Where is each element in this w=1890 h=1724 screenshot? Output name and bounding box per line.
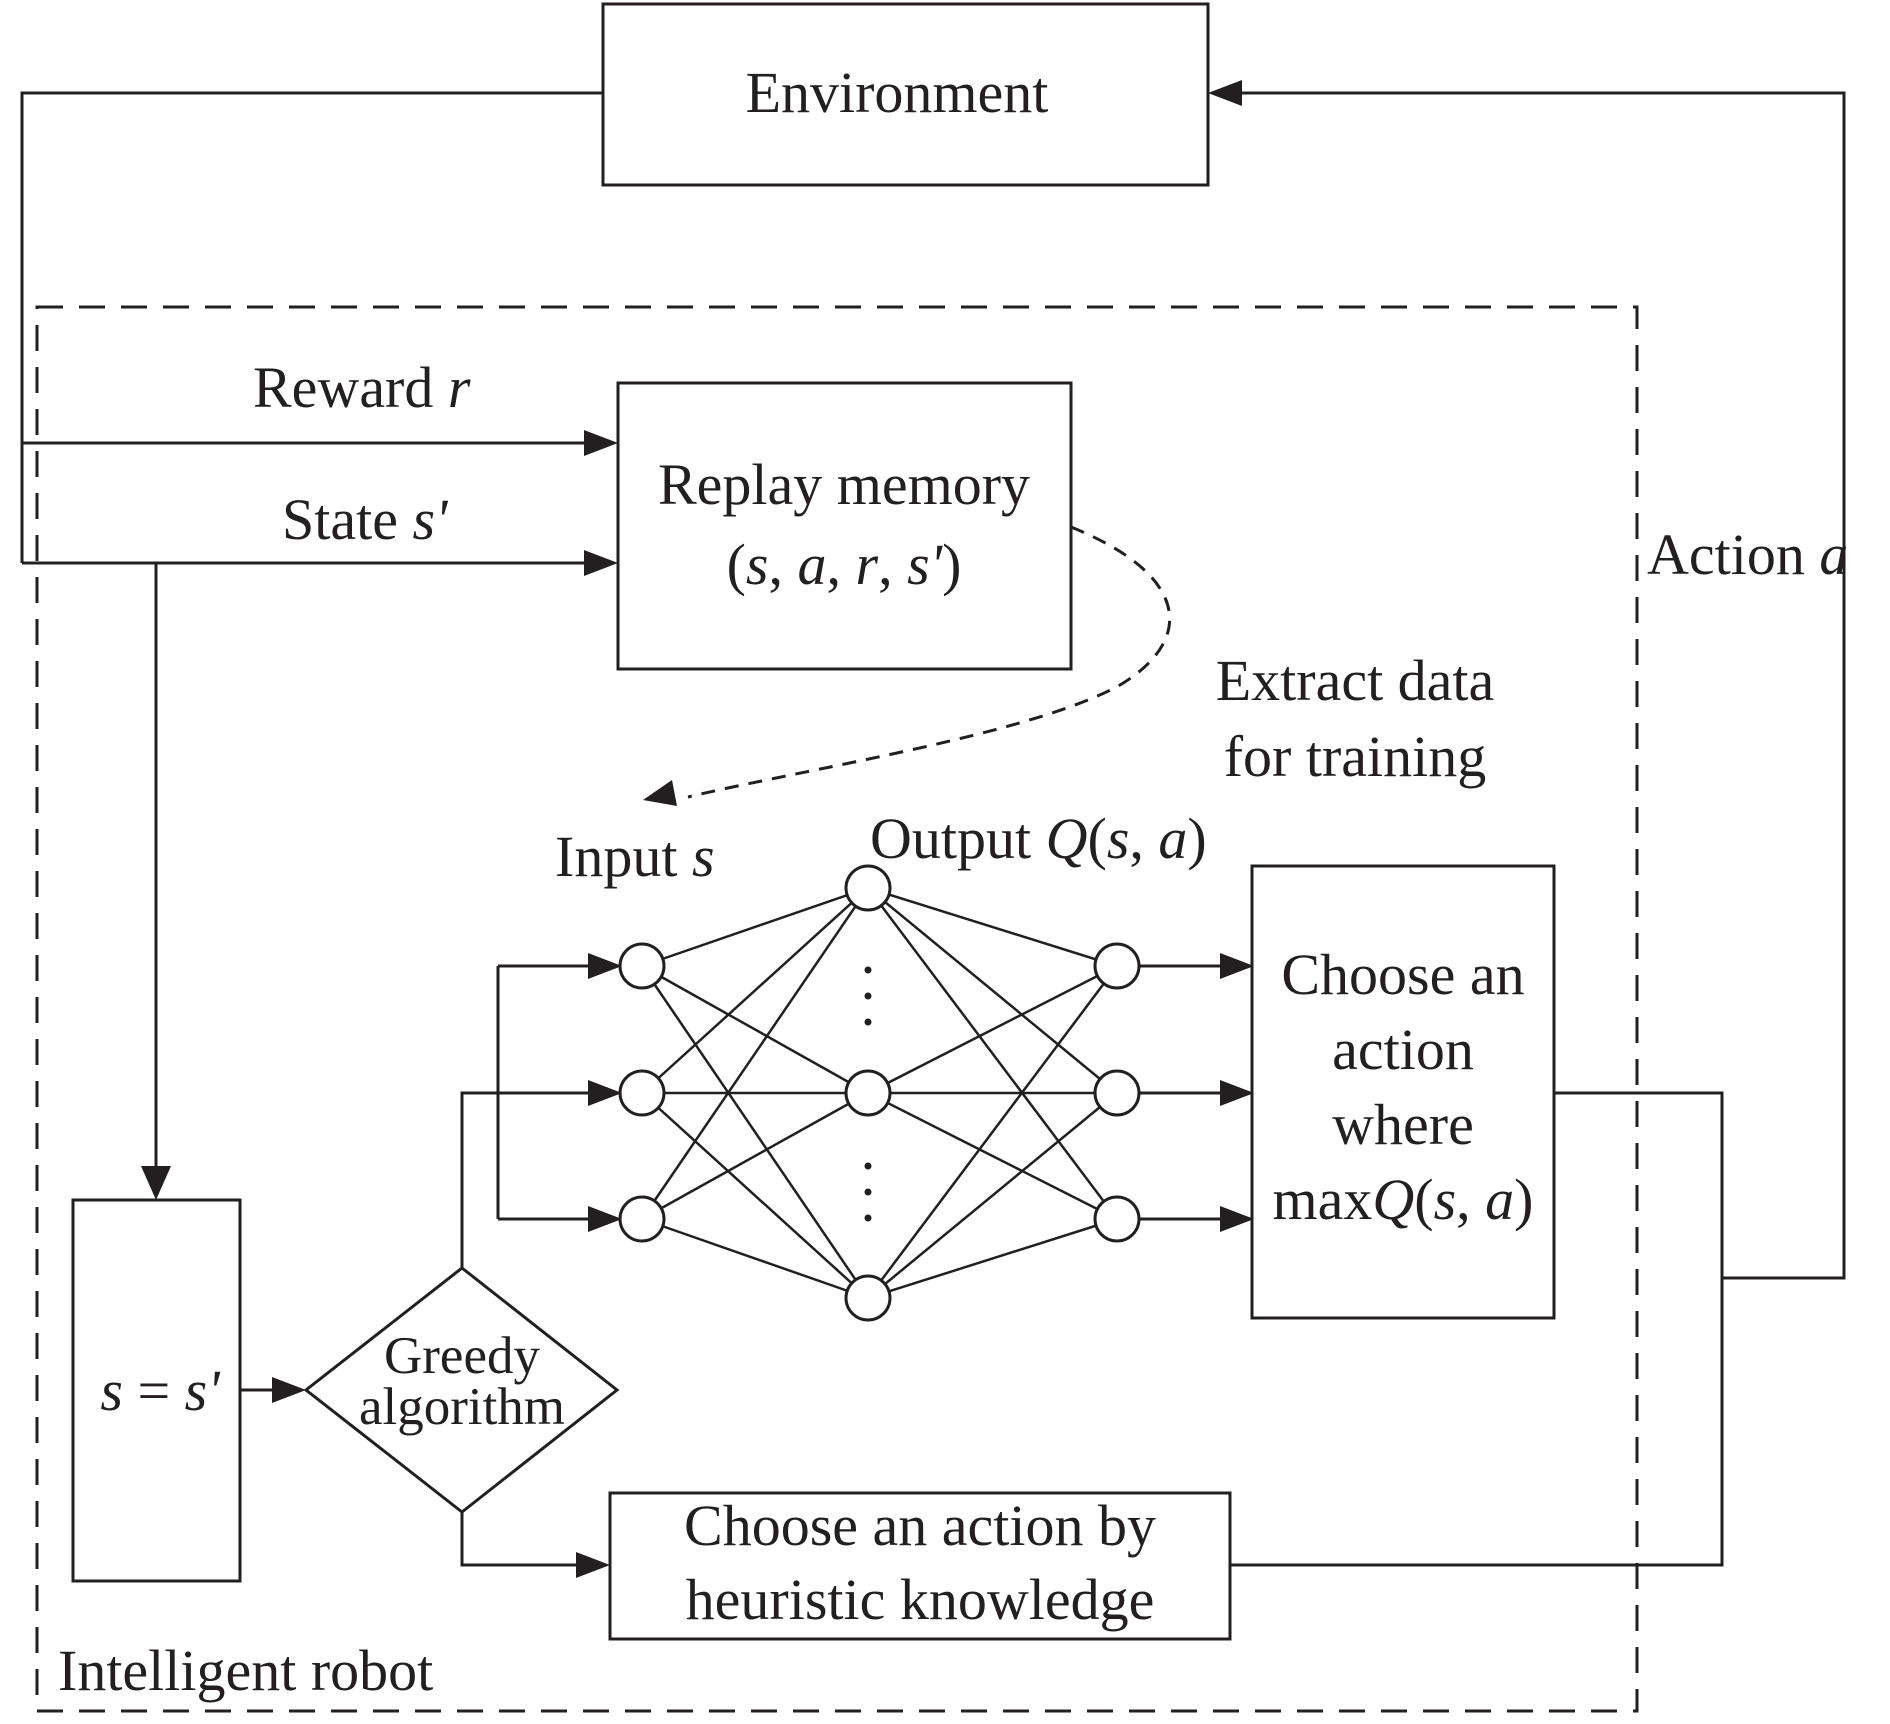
input-arrowhead-2 — [588, 1080, 622, 1106]
intelligent-robot-label: Intelligent robot — [58, 1638, 433, 1703]
environment-feedback-lines — [20, 91, 603, 565]
environment-box — [601, 2, 1210, 187]
output-node-1 — [1093, 942, 1141, 990]
choose-max-q-box — [1250, 864, 1556, 1320]
hidden-ellipsis-upper — [864, 966, 872, 1026]
input-node-3 — [618, 1195, 666, 1243]
extract-data-line1: Extract data — [1216, 648, 1495, 713]
hidden-node-1 — [844, 864, 892, 912]
choose-max-line4: maxQ(s, a) — [1273, 1167, 1534, 1232]
replay-memory-box — [616, 381, 1073, 671]
output-arrowhead-2 — [1220, 1080, 1254, 1106]
hidden-node-2 — [844, 1069, 892, 1117]
choose-max-line3: where — [1332, 1092, 1474, 1157]
extract-data-arrowhead — [643, 780, 677, 806]
state-assign-label: s = s' — [100, 1358, 221, 1423]
input-node-2 — [618, 1069, 666, 1117]
greedy-to-heuristic-arrowhead — [576, 1552, 610, 1578]
reward-label: Reward r — [253, 355, 471, 420]
output-arrowhead-3 — [1220, 1206, 1254, 1232]
environment-label: Environment — [746, 60, 1049, 125]
action-label: Action a — [1647, 522, 1848, 587]
output-label: Output Q(s, a) — [870, 806, 1207, 871]
greedy-to-heuristic-line — [460, 1512, 578, 1567]
state-down-arrowhead — [141, 1166, 171, 1200]
heuristic-line2: heuristic knowledge — [686, 1567, 1155, 1632]
input-arrowhead-3 — [588, 1206, 622, 1232]
choose-max-line1: Choose an — [1281, 942, 1524, 1007]
replay-memory-tuple: (s, a, r, s') — [727, 532, 962, 597]
greedy-to-inputs-lines — [460, 964, 590, 1268]
output-node-3 — [1093, 1195, 1141, 1243]
output-arrowhead-1 — [1220, 953, 1254, 979]
input-arrowhead-1 — [588, 953, 622, 979]
greedy-line2: algorithm — [359, 1378, 565, 1436]
choose-max-line2: action — [1332, 1017, 1474, 1082]
action-return-lines — [1230, 91, 1846, 1567]
output-node-2 — [1093, 1069, 1141, 1117]
extract-data-curve — [687, 525, 1172, 799]
heuristic-line1: Choose an action by — [684, 1493, 1156, 1558]
assign-to-greedy-arrowhead — [272, 1377, 306, 1403]
network-connections — [640, 886, 1118, 1300]
input-node-1 — [618, 942, 666, 990]
hidden-ellipsis-lower — [864, 1162, 872, 1222]
action-arrowhead — [1208, 80, 1242, 106]
replay-memory-title: Replay memory — [658, 452, 1030, 517]
greedy-line1: Greedy — [384, 1327, 540, 1385]
state-arrowhead — [584, 550, 618, 576]
state-label: State s' — [282, 487, 449, 552]
output-to-choose-lines — [1139, 964, 1222, 1221]
reward-arrowhead — [584, 430, 618, 456]
intelligent-robot-boundary — [35, 305, 1639, 1713]
hidden-node-3 — [844, 1274, 892, 1322]
input-label: Input s — [555, 824, 715, 889]
extract-data-line2: for training — [1224, 724, 1487, 789]
